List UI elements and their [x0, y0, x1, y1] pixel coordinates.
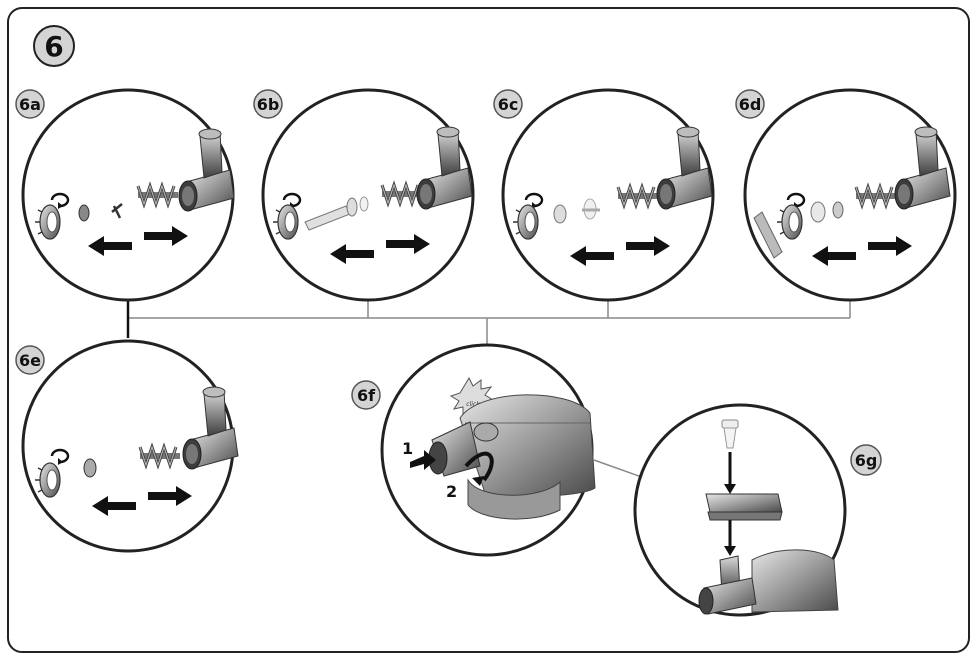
panel-6f-label: 6f [357, 386, 376, 405]
panel-6g-label: 6g [855, 451, 878, 470]
panel-6c-label: 6c [498, 95, 519, 114]
panel-6e: 6e [15, 339, 239, 553]
panel-6c: 6c [493, 88, 715, 302]
panel-6a: 6a [15, 88, 235, 302]
step-1-callout: 1 [402, 439, 413, 458]
step-badge: 6 [33, 25, 75, 67]
panel-6d-label: 6d [739, 95, 762, 114]
panel-6e-label: 6e [19, 351, 41, 370]
panel-6g: 6g [633, 403, 882, 617]
click-burst-text: click [466, 401, 480, 408]
panel-6b: 6b [253, 88, 475, 302]
panel-6d: 6d [735, 88, 957, 302]
panel-6a-label: 6a [19, 95, 41, 114]
step-number: 6 [44, 30, 63, 63]
panel-6f: 6f click 1 2 [351, 343, 596, 557]
step-2-callout: 2 [446, 482, 457, 501]
panel-6b-label: 6b [257, 95, 280, 114]
